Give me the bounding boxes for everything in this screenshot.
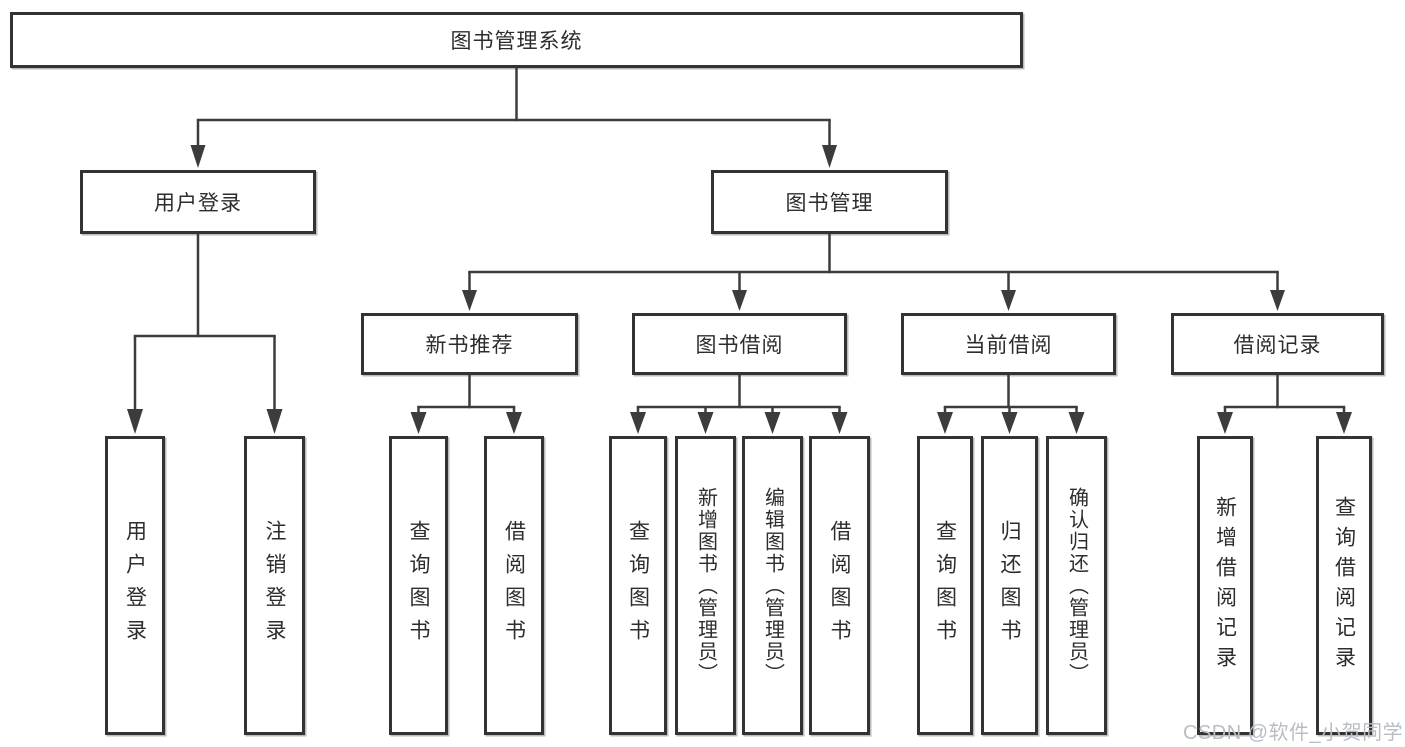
leaf-query-borrow-record: 查询借阅记录 bbox=[1316, 436, 1372, 735]
node-label: 借阅图书 bbox=[502, 519, 526, 652]
leaf-borrow-books-recommend: 借阅图书 bbox=[484, 436, 544, 735]
node-label: 查询图书 bbox=[933, 519, 957, 652]
leaf-user-login: 用户登录 bbox=[105, 436, 165, 735]
leaf-query-books-borrow: 查询图书 bbox=[609, 436, 667, 735]
leaf-logout: 注销登录 bbox=[244, 436, 305, 735]
leaf-confirm-return-admin: 确认归还（管理员） bbox=[1046, 436, 1107, 735]
node-label: 查询图书 bbox=[407, 519, 430, 652]
node-label: 新增图书（管理员） bbox=[694, 486, 717, 685]
leaf-edit-book-admin: 编辑图书（管理员） bbox=[742, 436, 803, 735]
node-label: 编辑图书（管理员） bbox=[761, 486, 784, 685]
node-label: 借阅图书 bbox=[828, 519, 851, 652]
watermark-text: CSDN @软件_小贺同学 bbox=[1183, 722, 1404, 744]
leaf-query-books-recommend: 查询图书 bbox=[389, 436, 448, 735]
node-label: 用户登录 bbox=[123, 519, 147, 652]
node-library-management-system: 图书管理系统 bbox=[10, 12, 1023, 68]
node-label: 查询图书 bbox=[626, 519, 650, 652]
node-label: 用户登录 bbox=[154, 192, 242, 215]
node-current-borrow: 当前借阅 bbox=[901, 313, 1116, 375]
node-new-book-recommend: 新书推荐 bbox=[361, 313, 578, 375]
node-user-login: 用户登录 bbox=[80, 170, 316, 234]
node-label: 查询借阅记录 bbox=[1332, 495, 1356, 676]
node-label: 确认归还（管理员） bbox=[1065, 486, 1088, 685]
node-label: 注销登录 bbox=[263, 519, 286, 652]
node-label: 图书管理系统 bbox=[450, 30, 583, 53]
leaf-return-books: 归还图书 bbox=[981, 436, 1038, 735]
leaf-borrow-books: 借阅图书 bbox=[809, 436, 870, 735]
node-label: 新书推荐 bbox=[425, 334, 514, 357]
leaf-query-books-current: 查询图书 bbox=[917, 436, 973, 735]
node-book-borrow: 图书借阅 bbox=[632, 313, 847, 375]
leaf-add-book-admin: 新增图书（管理员） bbox=[675, 436, 736, 735]
node-label: 图书借阅 bbox=[695, 334, 784, 357]
node-label: 归还图书 bbox=[998, 519, 1021, 652]
node-label: 新增借阅记录 bbox=[1213, 495, 1237, 676]
node-label: 借阅记录 bbox=[1233, 334, 1322, 357]
node-label: 当前借阅 bbox=[964, 334, 1053, 357]
leaf-add-borrow-record: 新增借阅记录 bbox=[1197, 436, 1253, 735]
node-book-management: 图书管理 bbox=[711, 170, 948, 234]
node-label: 图书管理 bbox=[785, 192, 874, 215]
node-borrow-records: 借阅记录 bbox=[1171, 313, 1384, 375]
